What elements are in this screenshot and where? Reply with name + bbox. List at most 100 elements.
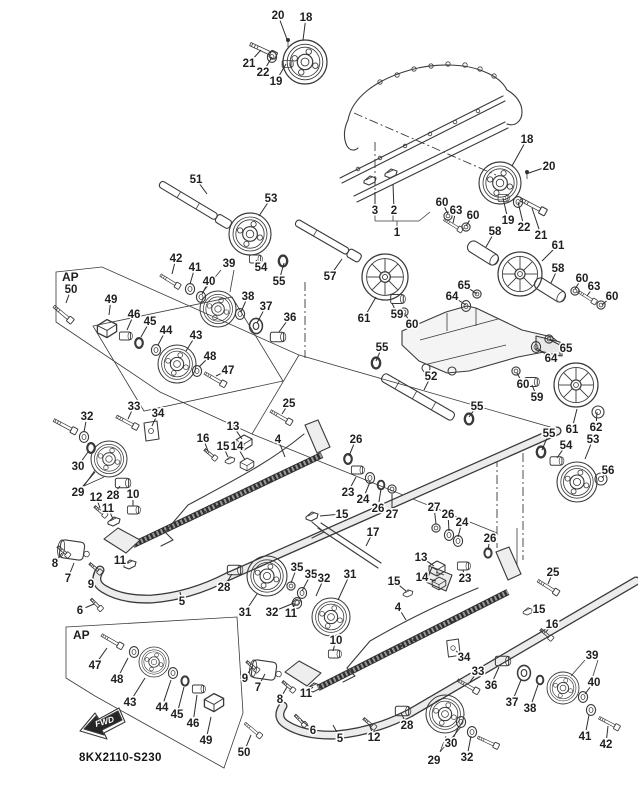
slide-rail-assembly-2 [275,546,638,740]
callout-leader [215,372,223,377]
callout-leader [492,666,500,680]
callout-leader [366,296,377,314]
callout-leader [468,288,478,295]
callout-label: 20 [272,10,285,22]
callout-leader [601,474,605,479]
callout-leader [502,197,508,215]
callout-leader [85,603,95,609]
callout-label: 55 [376,342,389,354]
callout-leader [452,215,456,224]
callout-leader [487,543,490,551]
callout-label: 55 [543,428,556,440]
callout-label: 34 [458,652,471,664]
callout-label: 44 [156,702,169,714]
callout-label: 16 [546,619,559,631]
callout-leader [282,686,288,695]
shaft-58b [531,275,569,305]
clip-2 [384,168,398,179]
bolt-50b [242,720,264,740]
callout-leader [225,451,229,458]
callout-label: 41 [189,262,202,274]
callout-leader [193,694,198,718]
rail-tip-bracket-1 [103,527,141,554]
wheel-39b [546,671,580,705]
washer-26b [443,529,455,541]
callout-leader [485,235,493,248]
callout-leader [256,311,264,324]
callout-label: 9 [88,579,94,591]
callout-leader [301,579,309,592]
callout-label: 64 [545,353,558,365]
bushing-23a [350,465,365,475]
washer-41a [184,283,196,295]
callout-label: 33 [472,666,485,678]
clip-15b [305,511,319,522]
callout-label: 24 [357,494,370,506]
callout-leader [302,22,306,41]
bolt-33a [114,413,140,431]
callout-leader [279,20,289,43]
callout-leader [378,488,382,503]
oring-45b [180,675,190,687]
callout-label: 46 [128,309,141,321]
rail-tube-4a [160,433,305,547]
callout-leader [116,485,121,491]
callout-leader [400,611,407,621]
callout-label: 8 [277,694,284,706]
callout-label: 35 [305,569,318,581]
callout-label: 37 [260,301,273,313]
callout-leader [392,183,395,205]
callout-label: 65 [560,343,573,355]
callout-label: 26 [372,503,385,515]
ap-inner-box-top [92,296,284,412]
callout-leader [83,421,87,433]
callout-leader [550,273,556,284]
washer-41b [585,704,597,716]
ap-label-top: AP [62,270,79,284]
callout-label: 29 [428,755,441,767]
bushing-28a [114,477,132,489]
callout-label: 38 [524,703,537,715]
callout-label: 58 [552,263,565,275]
ap-label-bottom: AP [73,628,90,642]
callout-leader [97,502,101,509]
washer-32d [466,726,478,738]
callout-leader [110,513,114,520]
callout-leader [453,725,460,738]
callout-leader [337,579,348,601]
callout-leader [185,339,194,352]
callout-label: 59 [391,309,404,321]
callout-label: 61 [552,240,565,252]
bolt-50a [51,303,75,325]
rail-rear-bracket-2 [495,546,522,581]
callout-label: 26 [484,533,497,545]
callout-label: 18 [521,134,534,146]
block-49b [203,692,225,713]
callout-label: 22 [518,222,531,234]
oring-55d [535,445,547,459]
callout-leader [465,219,471,227]
plate-34a [143,420,160,442]
callout-label: 22 [257,67,270,79]
callout-label: 62 [590,422,603,434]
callout-label: 28 [401,720,414,732]
shaft-51 [158,180,233,229]
callout-leader [125,561,130,564]
seal-44b [167,667,179,679]
callout-label: 6 [310,725,316,737]
callout-label: 38 [242,291,255,303]
callout-leader [157,335,164,346]
rail-tip-bracket-2 [284,660,322,687]
callout-label: 43 [124,697,137,709]
callout-leader [350,476,357,487]
callout-leader [310,686,314,690]
callout-leader [391,302,395,309]
callout-leader [163,679,172,702]
callout-label: 35 [291,562,304,574]
callout-label: 37 [506,697,519,709]
callout-label: 64 [446,291,459,303]
callout-label: 20 [543,161,556,173]
callout-label: 11 [300,688,313,700]
